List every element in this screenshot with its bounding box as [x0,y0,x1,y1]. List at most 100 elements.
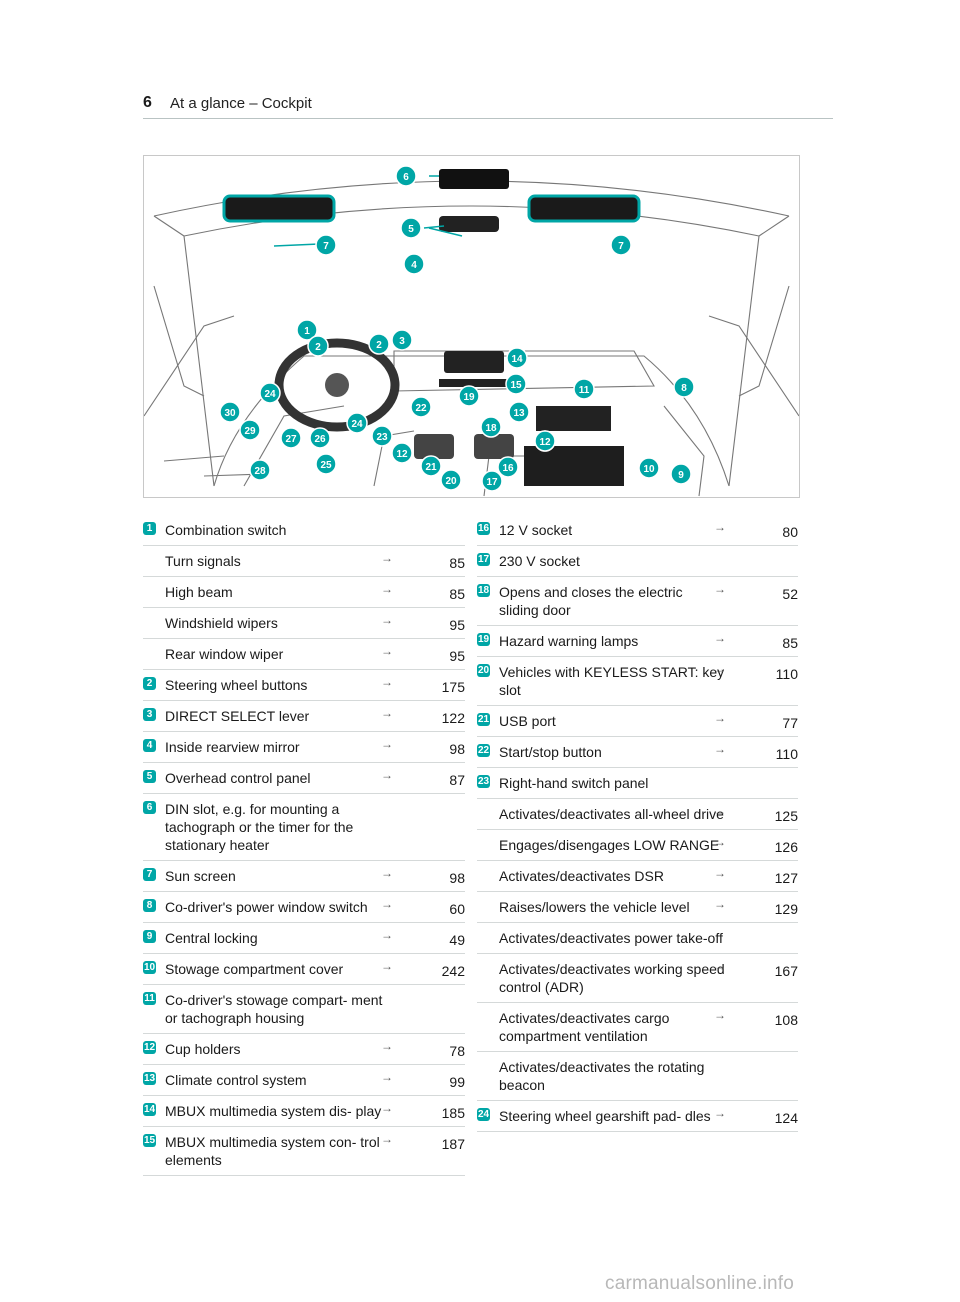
page-reference[interactable]: 122 [441,710,465,726]
page-reference-arrow-icon: → [714,804,726,818]
callout-marker: 10 [638,457,660,479]
page-reference[interactable]: 95 [449,648,465,664]
page-reference[interactable]: 167 [774,963,798,979]
callout-marker: 5 [400,217,422,239]
callout-number: 4 [143,739,156,752]
page-reference[interactable]: 175 [441,679,465,695]
page-reference[interactable]: 110 [775,666,798,682]
page-reference-arrow-icon: → [381,551,393,565]
page-reference[interactable]: 129 [774,901,798,917]
page-reference-arrow-icon: → [714,582,726,596]
watermark: carmanualsonline.info [605,1273,795,1294]
callout-number: 19 [477,633,490,646]
page-reference[interactable]: 85 [449,586,465,602]
page-reference[interactable]: 95 [449,617,465,633]
page-reference[interactable]: 98 [449,741,465,757]
legend-label: Sun screen [165,868,236,884]
callout-marker: 22 [410,396,432,418]
callout-marker: 9 [670,463,692,485]
callout-number: 26 [314,434,326,445]
callout-marker: 12 [534,430,556,452]
legend-label: Windshield wipers [165,615,278,631]
callout-marker: 7 [315,234,337,256]
legend-row: 6 DIN slot, e.g. for mounting a tachograp… [143,794,465,861]
legend-row: Activates/deactivates power take-off [477,923,798,954]
page-reference-arrow-icon: → [714,631,726,645]
page-reference-arrow-icon: → [714,835,726,849]
page-reference[interactable]: 77 [782,715,798,731]
page-reference[interactable]: 185 [441,1105,465,1121]
callout-number: 13 [143,1072,156,1085]
callout-number: 6 [143,801,156,814]
page-reference[interactable]: 126 [774,839,798,855]
callout-number: 21 [477,713,490,726]
page-reference[interactable]: 99 [449,1074,465,1090]
page-reference-arrow-icon: → [381,928,393,942]
callout-number: 10 [143,961,156,974]
callout-number: 19 [463,392,475,403]
page-reference[interactable]: 110 [775,746,798,762]
callout-number: 2 [376,340,382,351]
page-reference-arrow-icon: → [714,897,726,911]
page-reference[interactable]: 85 [782,635,798,651]
callout-number: 4 [411,260,417,271]
callout-marker: 16 [497,456,519,478]
legend-label: Turn signals [165,553,241,569]
callout-number: 12 [539,437,551,448]
callout-number: 30 [224,408,236,419]
callout-number: 29 [244,426,256,437]
callout-marker: 2 [307,335,329,357]
callout-marker: 11 [573,378,595,400]
callout-number: 12 [143,1041,156,1054]
legend-label: Stowage compartment cover [165,961,344,977]
callout-number: 17 [477,553,490,566]
legend-label: High beam [165,584,233,600]
callout-marker: 19 [458,385,480,407]
callout-number: 24 [477,1108,490,1121]
page-reference[interactable]: 98 [449,870,465,886]
legend-label: Engages/disengages LOW RANGE [499,837,720,853]
page-reference[interactable]: 78 [449,1043,465,1059]
page-reference[interactable]: 242 [441,963,465,979]
page-reference-arrow-icon: → [381,897,393,911]
page-reference[interactable]: 187 [441,1136,465,1152]
legend-row: Turn signals → 85 [143,546,465,577]
callout-number: 18 [477,584,490,597]
page-reference[interactable]: 87 [449,772,465,788]
page-reference-arrow-icon: → [381,613,393,627]
page-reference[interactable]: 60 [449,901,465,917]
callout-number: 22 [477,744,490,757]
page-reference[interactable]: 108 [774,1012,798,1028]
callout-marker: 28 [249,459,271,481]
callout-marker: 23 [371,425,393,447]
callout-number: 3 [399,336,405,347]
legend-label: Rear window wiper [165,646,284,662]
callout-marker: 17 [481,470,503,492]
page-reference-arrow-icon: → [381,1039,393,1053]
callout-number: 20 [445,476,457,487]
legend-row: Activates/deactivates working speed cont… [477,954,798,1003]
page-reference[interactable]: 80 [782,524,798,540]
legend-label: Activates/deactivates the rotating beaco… [499,1059,705,1093]
callout-marker: 25 [315,453,337,475]
page-reference[interactable]: 49 [449,932,465,948]
page-reference[interactable]: 85 [449,555,465,571]
callout-number: 22 [415,403,427,414]
legend-row: Engages/disengages LOW RANGE→ 126 [477,830,798,861]
page-reference[interactable]: 52 [782,586,798,602]
callout-marker: 7 [610,234,632,256]
legend-label: DIN slot, e.g. for mounting a tachograph… [165,801,354,853]
page-reference-arrow-icon: → [714,866,726,880]
callout-marker: 30 [219,401,241,423]
page-reference[interactable]: 127 [774,870,798,886]
page-reference[interactable]: 124 [774,1110,798,1126]
page-reference[interactable]: 125 [774,808,798,824]
